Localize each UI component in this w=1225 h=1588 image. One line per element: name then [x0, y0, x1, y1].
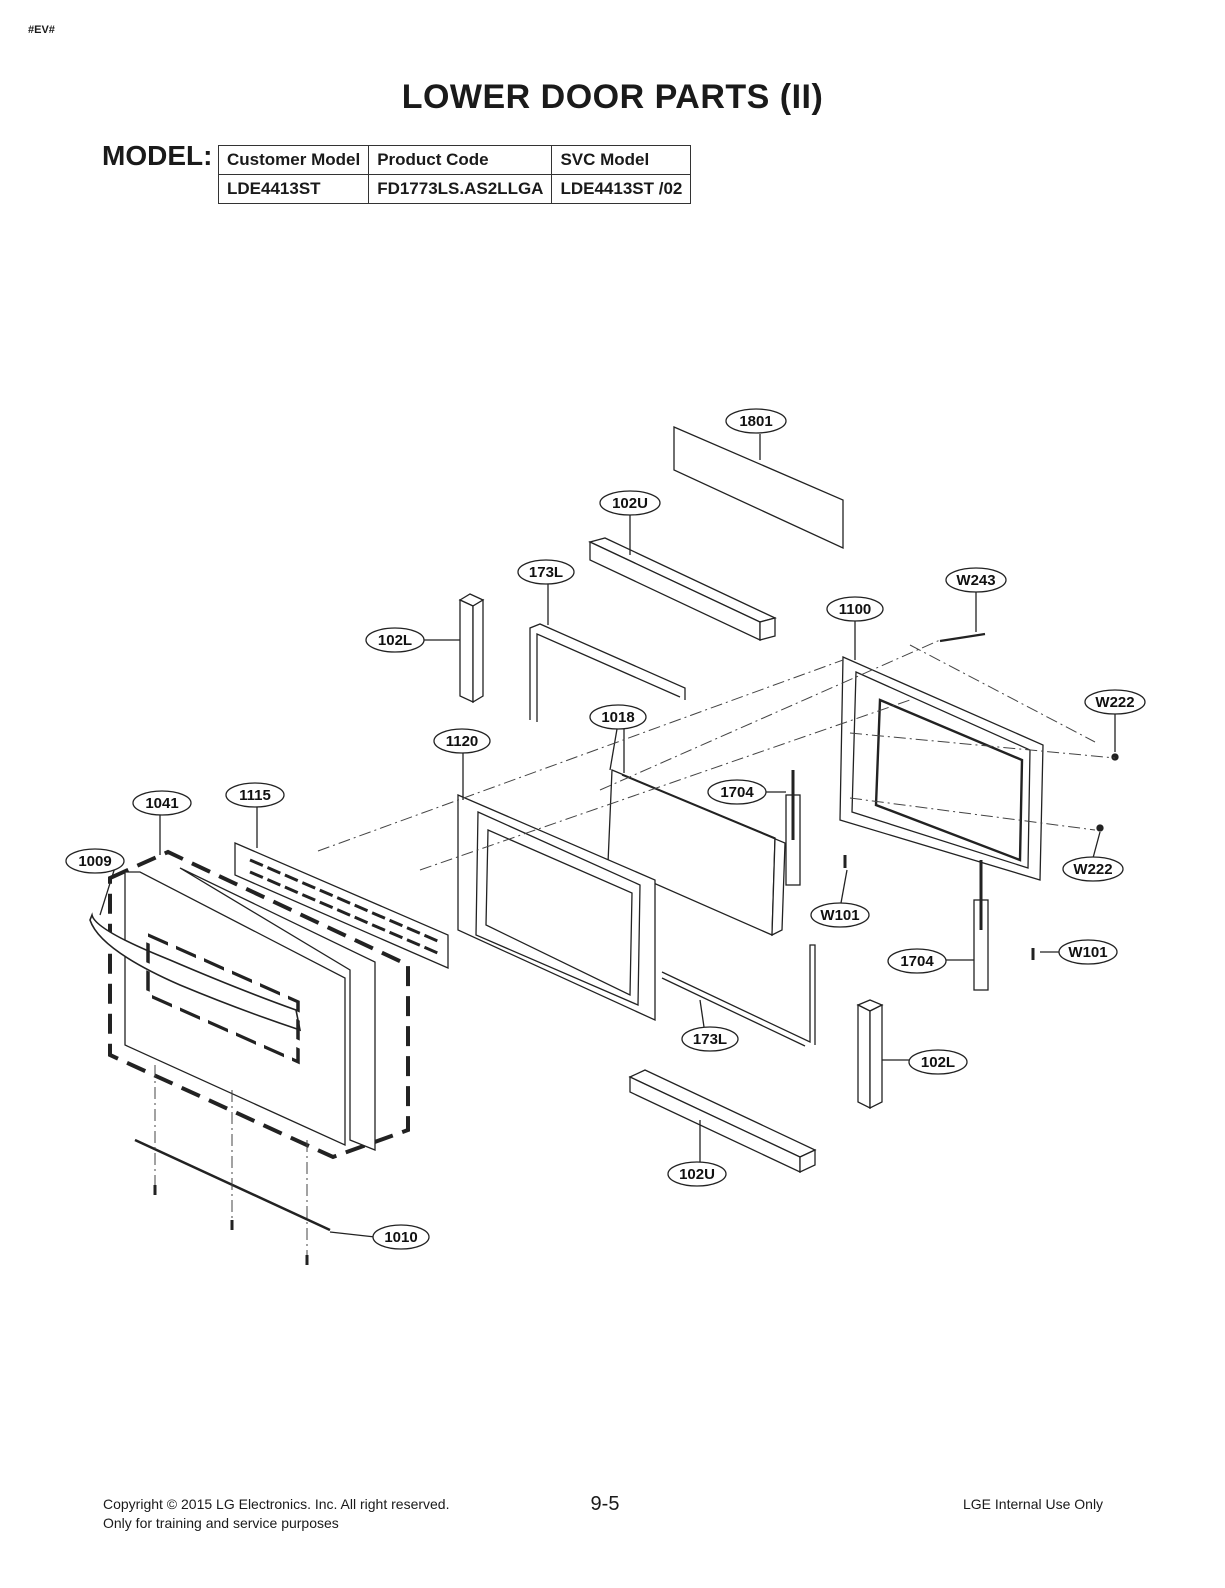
- part-1120-door-frame: [457, 794, 656, 1022]
- svg-text:W101: W101: [820, 907, 859, 924]
- svg-text:W222: W222: [1073, 861, 1112, 878]
- callout-1041: 1041: [132, 790, 192, 816]
- svg-text:1010: 1010: [384, 1229, 417, 1246]
- callout-1010: 1010: [372, 1224, 430, 1250]
- model-table: Customer Model Product Code SVC Model LD…: [217, 145, 692, 204]
- callout-labels: 1801 102U 173L 102L W243 1100 W222 1018 …: [65, 408, 1146, 1250]
- callout-1100: 1100: [826, 596, 884, 622]
- part-102U-top-insulation: [588, 537, 777, 642]
- svg-text:1704: 1704: [720, 784, 754, 801]
- callout-173L-bottom: 173L: [681, 1026, 739, 1052]
- svg-text:W222: W222: [1095, 694, 1134, 711]
- callout-1018: 1018: [589, 704, 647, 730]
- model-table-data-row: LDE4413ST FD1773LS.AS2LLGA LDE4413ST /02: [217, 174, 692, 204]
- svg-text:102U: 102U: [612, 495, 648, 512]
- svg-text:1100: 1100: [839, 601, 872, 618]
- svg-text:1120: 1120: [446, 733, 479, 750]
- header-customer-model: Customer Model: [217, 145, 370, 175]
- part-1801-panel: [673, 426, 844, 550]
- svg-text:102U: 102U: [679, 1166, 715, 1183]
- svg-text:1041: 1041: [145, 795, 178, 812]
- header-svc-model: SVC Model: [551, 145, 692, 175]
- page-title: LOWER DOOR PARTS (II): [401, 78, 824, 116]
- part-173L-top-bracket: [529, 623, 686, 722]
- callout-1801: 1801: [725, 408, 787, 434]
- part-102U-bottom-insulation: [628, 1069, 817, 1174]
- svg-text:102L: 102L: [378, 632, 412, 649]
- part-W222-top-screw: [1111, 753, 1119, 761]
- purpose-text: Only for training and service purposes: [103, 1515, 339, 1531]
- part-1704-lower-hinge: [973, 860, 989, 991]
- part-1115-vent-cover: [234, 842, 449, 969]
- svg-text:W243: W243: [956, 572, 995, 589]
- callout-173L-top: 173L: [517, 559, 575, 585]
- internal-use-text: LGE Internal Use Only: [963, 1496, 1104, 1512]
- callout-W222-bottom: W222: [1062, 856, 1124, 882]
- callout-1115: 1115: [225, 782, 285, 808]
- model-table-header-row: Customer Model Product Code SVC Model: [217, 145, 692, 175]
- svg-text:W101: W101: [1068, 944, 1107, 961]
- cell-svc-model: LDE4413ST /02: [551, 174, 692, 204]
- svg-text:1704: 1704: [900, 953, 934, 970]
- callout-102L-right: 102L: [908, 1049, 968, 1075]
- part-1100-inner-door: [839, 656, 1044, 881]
- callout-1704-bottom: 1704: [887, 948, 947, 974]
- part-W222-bottom-screw: [1096, 824, 1104, 832]
- callout-102U-bottom: 102U: [667, 1161, 727, 1187]
- svg-text:173L: 173L: [529, 564, 563, 581]
- callout-102U-top: 102U: [599, 490, 661, 516]
- footer-left: Copyright © 2015 LG Electronics. Inc. Al…: [103, 1495, 449, 1533]
- part-1009-door-handle: [89, 871, 346, 1147]
- copyright-text: Copyright © 2015 LG Electronics. Inc. Al…: [103, 1496, 450, 1512]
- model-label: MODEL:: [102, 140, 213, 171]
- callout-1120: 1120: [433, 728, 491, 754]
- part-102L-right-insulation: [856, 999, 884, 1110]
- part-173L-bottom-bracket: [661, 944, 816, 1047]
- svg-text:1801: 1801: [739, 413, 772, 430]
- part-1018-glass: [607, 769, 786, 937]
- callout-1009: 1009: [65, 848, 125, 874]
- svg-text:1115: 1115: [239, 787, 271, 804]
- callout-W222-top: W222: [1084, 689, 1146, 715]
- svg-text:1009: 1009: [78, 853, 111, 870]
- callout-W101-left: W101: [810, 902, 870, 928]
- part-1704-upper-hinge: [785, 770, 801, 886]
- callout-102L-left: 102L: [365, 627, 425, 653]
- svg-text:173L: 173L: [693, 1031, 727, 1048]
- callout-W101-right: W101: [1058, 939, 1118, 965]
- part-W243-screw: [939, 632, 986, 643]
- header-product-code: Product Code: [368, 145, 553, 175]
- cell-customer-model: LDE4413ST: [217, 174, 370, 204]
- cell-product-code: FD1773LS.AS2LLGA: [368, 174, 553, 204]
- part-102L-left-insulation: [458, 593, 485, 704]
- svg-text:102L: 102L: [921, 1054, 955, 1071]
- callout-W243: W243: [945, 567, 1007, 593]
- page-number: 9-5: [590, 1493, 620, 1515]
- part-outer-door-glass: [179, 867, 376, 1151]
- svg-text:1018: 1018: [601, 709, 634, 726]
- document-tag: #EV#: [28, 24, 55, 36]
- part-1041-door-gasket-outline: [108, 849, 410, 1160]
- callout-1704-top: 1704: [707, 779, 767, 805]
